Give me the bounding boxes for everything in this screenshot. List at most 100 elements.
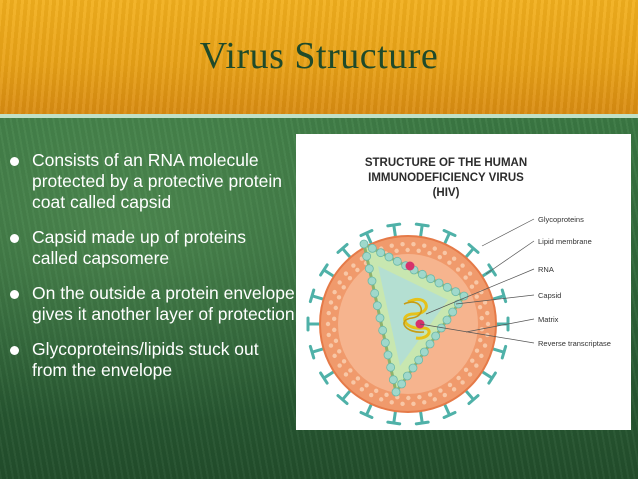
capsomere-bead [426,274,436,284]
membrane-dot [325,321,331,327]
membrane-dot [326,332,331,338]
bullet-dot-icon [10,234,19,243]
label-matrix: Matrix [538,315,559,324]
membrane-dot [400,241,405,247]
membrane-dot [405,247,410,253]
capsomere-bead [391,387,401,397]
membrane-dot [463,367,469,373]
membrane-dot [463,275,468,280]
capsomere-bead [414,355,424,365]
membrane-dot [447,260,452,265]
capsomere-bead [380,338,390,348]
membrane-dot [394,248,399,254]
membrane-dot [474,348,480,353]
membrane-dot [456,375,461,381]
membrane-dot [384,392,389,398]
membrane-dot [351,263,356,268]
capsomere-bead [362,251,372,261]
capsomere-beads [359,239,469,397]
membrane-dot [406,395,411,401]
membrane-dot [451,256,457,261]
glycoprotein-cap [500,288,508,304]
membrane-dot [427,392,433,397]
capsomere-bead [431,331,441,341]
membrane-dot [485,321,491,327]
membrane-dot [417,394,422,400]
capsomere-bead [359,239,369,249]
capsomere-bead [459,291,469,301]
membrane-dot [336,295,342,300]
capsomere-bead [392,256,402,266]
membrane-dot [332,353,337,359]
membrane-dot [328,300,334,305]
membrane-dot [437,254,442,260]
membrane-dot [422,243,427,248]
membrane-dot [451,387,457,392]
header-divider [0,114,638,118]
membrane-dot [374,388,379,394]
capsomere-bead [402,371,412,381]
glycoprotein-cap [319,371,329,385]
membrane-dot [332,327,337,333]
capsomere-bead [376,248,386,258]
capsomere-bead [442,315,452,325]
label-leader-line [465,318,535,333]
membrane-dot [460,380,465,385]
glycoprotein-cap [319,263,329,277]
bullet-item: Capsid made up of proteins called capsom… [10,227,295,269]
membrane-dot [328,343,334,348]
glycoprotein-cap [308,344,316,360]
bullet-item: On the outside a protein envelope gives … [10,283,295,325]
label-leader-line [485,240,535,275]
label-rna: RNA [538,265,554,274]
membrane-dot [482,343,488,348]
membrane-dot [359,387,365,392]
membrane-dot [485,310,490,316]
membrane-dot [482,300,488,305]
capsomere-bead [378,325,388,335]
glycoprotein-cap [308,288,316,304]
label-lipid-membrane: Lipid membrane [538,237,592,246]
membrane-dot [341,359,347,364]
membrane-dot [326,310,331,316]
capsomere-bead [388,375,398,385]
bullet-list: Consists of an RNA molecule protected by… [10,150,295,395]
capsomere-bead [364,264,374,274]
label-glycoproteins: Glycoproteins [538,215,584,224]
bullet-item: Consists of an RNA molecule protected by… [10,150,295,213]
glycoprotein-cap [442,229,457,238]
bullet-dot-icon [10,346,19,355]
label-leader-line [425,268,535,315]
glycoprotein-cap [467,394,480,406]
label-capsid: Capsid [538,291,561,300]
membrane-dot [337,349,342,354]
capsomere-bead [367,243,377,253]
membrane-dot [460,263,465,268]
membrane-dot [478,337,483,343]
membrane-dot [348,368,353,373]
capsomere-bead [425,339,435,349]
membrane-dot [427,250,432,256]
capsid-core [378,266,448,366]
membrane-dot [467,372,473,377]
capsomere-bead [442,282,452,292]
membrane-dot [389,400,394,405]
membrane-dot [333,305,338,311]
bullet-text: Consists of an RNA molecule protected by… [32,150,283,212]
membrane-dot [422,400,427,405]
capsomere-bead [375,313,385,323]
membrane-dot [474,280,479,285]
glycoprotein-cap [359,410,374,419]
membrane-dot [337,363,342,368]
membrane-dot [477,304,483,310]
rna-strand-secondary [403,301,425,333]
label-leader-line [481,218,535,247]
membrane-dot [343,372,349,377]
capsomere-bead [419,347,429,357]
membrane-dot [368,392,374,398]
glycoprotein-cap [359,229,374,238]
capsomere-bead [434,278,444,288]
title-banner [0,0,638,114]
capsomere-bead [367,276,377,286]
membrane-dot [455,267,461,272]
